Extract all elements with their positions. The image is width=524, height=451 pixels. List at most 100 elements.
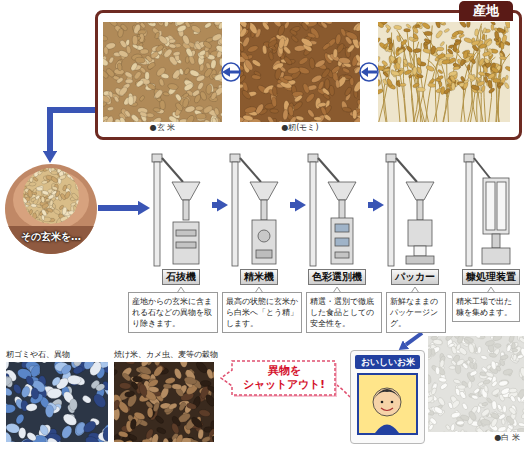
grain bbox=[338, 57, 351, 65]
grain bbox=[18, 186, 23, 193]
grain bbox=[21, 210, 28, 217]
grain bbox=[391, 70, 400, 76]
grain bbox=[113, 95, 119, 102]
grain bbox=[499, 358, 506, 366]
grain bbox=[194, 42, 202, 51]
grain bbox=[70, 175, 79, 181]
grain bbox=[478, 58, 485, 67]
grain bbox=[182, 92, 190, 99]
grain bbox=[453, 44, 457, 51]
grain bbox=[189, 415, 204, 429]
hand-photo-image bbox=[0, 160, 100, 266]
machine-column: 糠処理装置 bbox=[462, 155, 520, 285]
grain bbox=[522, 399, 524, 406]
grain bbox=[505, 65, 510, 72]
grain bbox=[170, 422, 180, 435]
grain bbox=[6, 404, 16, 414]
grain bbox=[59, 174, 67, 180]
grain bbox=[124, 391, 135, 398]
grain bbox=[508, 336, 515, 343]
machine-column: 石抜機 bbox=[150, 155, 212, 285]
stalk bbox=[443, 34, 461, 122]
grain bbox=[342, 106, 352, 112]
grain bbox=[32, 176, 38, 182]
grain bbox=[18, 203, 25, 210]
grain bbox=[28, 167, 34, 175]
grain bbox=[211, 435, 214, 442]
grain bbox=[511, 348, 517, 351]
grain bbox=[435, 367, 440, 375]
grain bbox=[118, 430, 129, 438]
grain bbox=[73, 166, 82, 173]
grain bbox=[191, 89, 200, 97]
grain bbox=[289, 29, 298, 37]
hopper-neck bbox=[339, 200, 345, 220]
grain bbox=[14, 413, 25, 425]
grain bbox=[244, 106, 257, 114]
grain bbox=[346, 44, 355, 54]
description-text: 産地からの玄米に含まれる石などの異物を取り除きます。 bbox=[132, 296, 214, 329]
impurity-photo: 籾ゴミや石、異物 bbox=[6, 362, 108, 442]
grain bbox=[202, 40, 213, 49]
elevator bbox=[310, 162, 316, 266]
grain bbox=[152, 402, 160, 413]
grain bbox=[77, 202, 85, 207]
grain bbox=[494, 31, 500, 40]
grain bbox=[428, 395, 434, 404]
grain bbox=[503, 405, 507, 412]
grain bbox=[168, 43, 176, 49]
grain bbox=[456, 420, 464, 425]
grain bbox=[451, 30, 459, 37]
grain bbox=[20, 385, 31, 398]
grain bbox=[159, 100, 166, 110]
grain bbox=[480, 355, 488, 360]
grain bbox=[393, 25, 402, 30]
grain bbox=[114, 374, 115, 387]
grain bbox=[41, 190, 49, 196]
grain bbox=[293, 94, 303, 103]
description-box: 新鮮なままのパッケージング。 bbox=[386, 292, 446, 333]
machine-label: 色彩選別機 bbox=[308, 269, 366, 285]
grain bbox=[500, 42, 504, 49]
grain bbox=[435, 78, 441, 81]
grain bbox=[352, 110, 357, 119]
grain bbox=[6, 431, 13, 442]
grain bbox=[464, 336, 474, 344]
mascot-body bbox=[375, 425, 399, 434]
grain bbox=[45, 163, 49, 170]
grain bbox=[103, 34, 108, 42]
grain bbox=[516, 396, 521, 403]
mascot-eye bbox=[391, 401, 394, 404]
grain bbox=[506, 344, 512, 352]
machine-window bbox=[335, 238, 349, 246]
grain bbox=[29, 220, 34, 226]
machine-drawing bbox=[386, 154, 434, 266]
grain bbox=[378, 56, 381, 63]
machine-label: 石抜機 bbox=[162, 269, 200, 285]
grain bbox=[204, 393, 214, 408]
grain bbox=[474, 76, 481, 82]
stalk bbox=[423, 32, 447, 122]
grain bbox=[185, 114, 196, 122]
elevator-head bbox=[152, 154, 162, 162]
grain bbox=[463, 79, 469, 83]
chute bbox=[396, 158, 417, 182]
hopper bbox=[406, 182, 434, 200]
description-box: 精選・選別で徹底した食品としての安全性を。 bbox=[306, 292, 382, 333]
region-tab: 産地 bbox=[459, 1, 513, 21]
palm bbox=[13, 170, 89, 230]
grain bbox=[433, 405, 444, 414]
bag-frame bbox=[358, 374, 417, 434]
grain bbox=[520, 411, 524, 420]
grain bbox=[492, 336, 502, 342]
grain bbox=[195, 74, 205, 82]
mascot-face bbox=[373, 388, 401, 416]
grain bbox=[117, 63, 123, 72]
grain bbox=[214, 73, 222, 82]
grain bbox=[282, 45, 291, 55]
photo-ground bbox=[378, 22, 510, 122]
grain bbox=[439, 81, 443, 87]
grain bbox=[81, 419, 98, 435]
grain bbox=[498, 380, 508, 387]
connector bbox=[368, 202, 373, 208]
